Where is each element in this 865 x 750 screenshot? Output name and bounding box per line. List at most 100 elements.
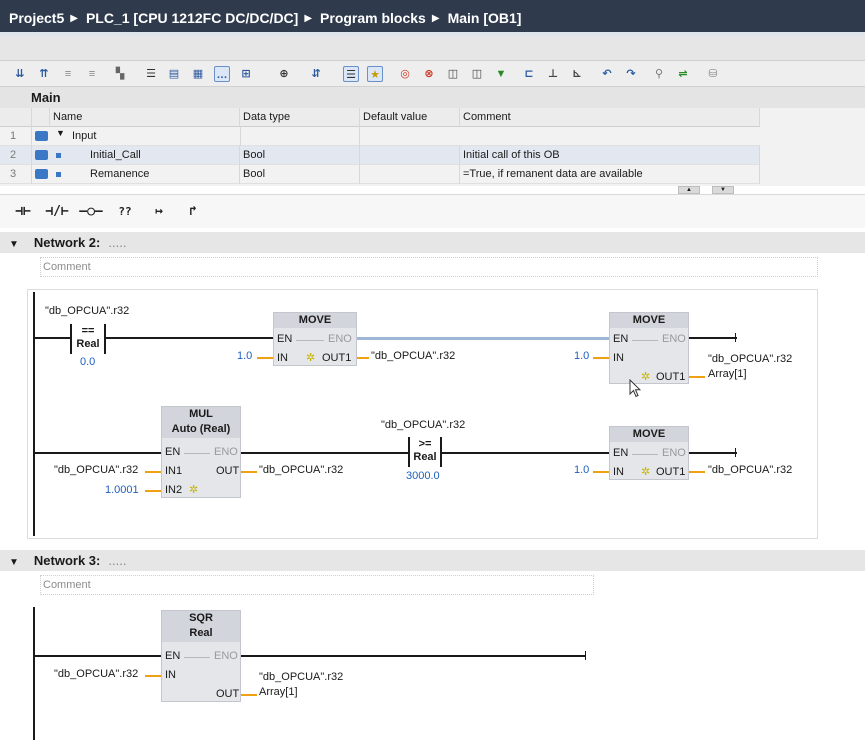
row-comment: =True, if remanent data are available bbox=[460, 165, 760, 184]
row-name: Remanence bbox=[50, 165, 240, 184]
table-row[interactable]: 1 ▼ Input bbox=[0, 127, 760, 146]
insert-row-icon[interactable]: ⇊ bbox=[15, 68, 25, 80]
mul-in2-value[interactable]: 1.0001 bbox=[105, 484, 139, 496]
network-3-header[interactable]: ▼Network 3:..... bbox=[0, 550, 865, 571]
contact1-value[interactable]: 0.0 bbox=[80, 356, 96, 368]
move2-in-value[interactable]: 1.0 bbox=[574, 350, 590, 362]
step-into-icon[interactable]: ⊾ bbox=[572, 68, 582, 80]
selected-connection[interactable] bbox=[357, 337, 609, 340]
column-header-comment[interactable]: Comment bbox=[460, 108, 760, 127]
nc-contact-button[interactable]: ⊣/⊢ bbox=[45, 204, 69, 219]
network-3-comment[interactable]: Comment bbox=[40, 575, 594, 595]
move1-in-value[interactable]: 1.0 bbox=[237, 350, 253, 362]
close-branch-button[interactable]: ↱ bbox=[189, 204, 197, 219]
move1-box[interactable]: MOVE EN ENO IN OUT1 ✲ bbox=[273, 312, 357, 366]
move3-box[interactable]: MOVE EN ENO IN OUT1 ✲ bbox=[609, 426, 689, 480]
go-forward-icon[interactable]: ↷ bbox=[626, 68, 636, 80]
network-delete-icon[interactable]: ≡ bbox=[88, 68, 96, 80]
chevron-right-icon: ▶ bbox=[304, 12, 313, 24]
no-contact-button[interactable]: ⊣⊢ bbox=[15, 204, 31, 219]
empty-box-button[interactable]: ?? bbox=[118, 205, 132, 218]
contact2-value[interactable]: 3000.0 bbox=[406, 470, 440, 482]
row-number: 2 bbox=[0, 146, 32, 165]
column-header-type[interactable]: Data type bbox=[240, 108, 360, 127]
row-number: 1 bbox=[0, 127, 32, 146]
tag-info-icon[interactable]: ☰ bbox=[343, 66, 359, 82]
sqr-out-index[interactable]: Array[1] bbox=[259, 686, 298, 698]
move2-out-index[interactable]: Array[1] bbox=[708, 368, 747, 380]
sparkle-icon: ✲ bbox=[189, 484, 199, 496]
coil-button[interactable]: –○– bbox=[79, 204, 103, 219]
sqr-out-value[interactable]: "db_OPCUA".r32 bbox=[259, 671, 344, 683]
network-2-area[interactable] bbox=[27, 289, 818, 539]
compare-icon[interactable]: ◫ bbox=[471, 68, 483, 80]
absolute-op-icon[interactable]: ▦ bbox=[192, 68, 204, 80]
test-icon[interactable]: ⚲ bbox=[654, 68, 664, 80]
port-icon bbox=[35, 131, 48, 141]
network-title-placeholder[interactable]: ..... bbox=[108, 235, 127, 250]
sqr-in-value[interactable]: "db_OPCUA".r32 bbox=[54, 668, 139, 680]
move2-box[interactable]: MOVE EN ENO IN OUT1 ✲ bbox=[609, 312, 689, 384]
sqr-box[interactable]: SQR Real EN ENO IN OUT bbox=[161, 610, 241, 702]
breadcrumb-item-main[interactable]: Main [OB1] bbox=[447, 10, 522, 26]
row-type bbox=[240, 127, 360, 146]
simulation-icon[interactable]: ⇌ bbox=[678, 68, 688, 80]
monitor-icon[interactable]: ◎ bbox=[400, 68, 410, 80]
row-comment: Initial call of this OB bbox=[460, 146, 760, 165]
column-header-name[interactable]: Name bbox=[50, 108, 240, 127]
download-icon[interactable]: ▼ bbox=[495, 68, 507, 80]
mul-box[interactable]: MUL Auto (Real) EN ENO IN1 OUT IN2 ✲ bbox=[161, 406, 241, 498]
compare-contact-ge[interactable]: >= Real bbox=[408, 437, 442, 467]
table-row[interactable]: 3 Remanence Bool =True, if remanent data… bbox=[0, 165, 760, 184]
mul-out-value[interactable]: "db_OPCUA".r32 bbox=[259, 464, 344, 476]
row-type: Bool bbox=[240, 146, 360, 165]
close-all-icon[interactable]: ▤ bbox=[168, 68, 180, 80]
call-hierarchy-icon[interactable]: ◫ bbox=[447, 68, 459, 80]
breadcrumb-item-program-blocks[interactable]: Program blocks bbox=[320, 10, 426, 26]
open-all-icon[interactable]: ☰ bbox=[146, 68, 156, 80]
mul-in1-value[interactable]: "db_OPCUA".r32 bbox=[54, 464, 139, 476]
symbol-info-icon[interactable]: ⊞ bbox=[241, 68, 251, 80]
power-rail bbox=[33, 292, 35, 536]
zoom-icon[interactable]: ⊕ bbox=[279, 68, 289, 80]
display-mode-icon[interactable]: ⇵ bbox=[311, 68, 321, 80]
select-icon[interactable]: ⊏ bbox=[524, 68, 534, 80]
column-header-default[interactable]: Default value bbox=[360, 108, 460, 127]
contact1-operand[interactable]: "db_OPCUA".r32 bbox=[45, 305, 130, 317]
scroll-up-button[interactable]: ▲ bbox=[678, 186, 700, 194]
row-name: Input bbox=[72, 130, 97, 142]
interface-table: Name Data type Default value Comment 1 ▼… bbox=[0, 108, 865, 186]
comment-icon[interactable]: … bbox=[214, 66, 230, 82]
editor-toolbar: ⇊ ⇈ ≡ ≡ ▚ ☰ ▤ ▦ … ⊞ ⊕ ⇵ ☰ ★ ◎ ⊗ ◫ ◫ ▼ ⊏ … bbox=[0, 61, 865, 87]
network-insert-icon[interactable]: ≡ bbox=[64, 68, 72, 80]
favorites-icon[interactable]: ★ bbox=[367, 66, 383, 82]
collapse-triangle-icon[interactable]: ▼ bbox=[9, 557, 19, 568]
collapse-triangle-icon[interactable]: ▼ bbox=[56, 128, 65, 138]
sparkle-icon: ✲ bbox=[641, 466, 651, 478]
power-rail bbox=[33, 607, 35, 740]
network-2-header[interactable]: ▼Network 2:..... bbox=[0, 232, 865, 253]
breadcrumb-item-plc[interactable]: PLC_1 [CPU 1212FC DC/DC/DC] bbox=[85, 10, 299, 26]
database-icon[interactable]: ⛁ bbox=[708, 68, 718, 80]
move1-out-value[interactable]: "db_OPCUA".r32 bbox=[371, 350, 456, 362]
move3-in-value[interactable]: 1.0 bbox=[574, 464, 590, 476]
mouse-cursor-icon bbox=[629, 379, 641, 398]
delete-row-icon[interactable]: ⇈ bbox=[39, 68, 49, 80]
move2-out-value[interactable]: "db_OPCUA".r32 bbox=[708, 353, 793, 365]
breadcrumb-item-project[interactable]: Project5 bbox=[9, 10, 65, 26]
contact2-operand[interactable]: "db_OPCUA".r32 bbox=[381, 419, 466, 431]
bullet-icon bbox=[56, 153, 61, 158]
collapse-triangle-icon[interactable]: ▼ bbox=[9, 239, 19, 250]
port-icon bbox=[35, 150, 48, 160]
network-title-placeholder[interactable]: ..... bbox=[108, 553, 127, 568]
network-2-comment[interactable]: Comment bbox=[40, 257, 818, 277]
step-over-icon[interactable]: ⊥ bbox=[547, 68, 559, 80]
go-back-icon[interactable]: ↶ bbox=[602, 68, 612, 80]
compare-contact-eq[interactable]: == Real bbox=[70, 324, 106, 354]
scroll-down-button[interactable]: ▼ bbox=[712, 186, 734, 194]
filter-icon[interactable]: ▚ bbox=[115, 68, 125, 80]
table-row[interactable]: 2 Initial_Call Bool Initial call of this… bbox=[0, 146, 760, 165]
move3-out-value[interactable]: "db_OPCUA".r32 bbox=[708, 464, 793, 476]
open-branch-button[interactable]: ↦ bbox=[155, 204, 163, 219]
breakpoint-icon[interactable]: ⊗ bbox=[424, 68, 434, 80]
